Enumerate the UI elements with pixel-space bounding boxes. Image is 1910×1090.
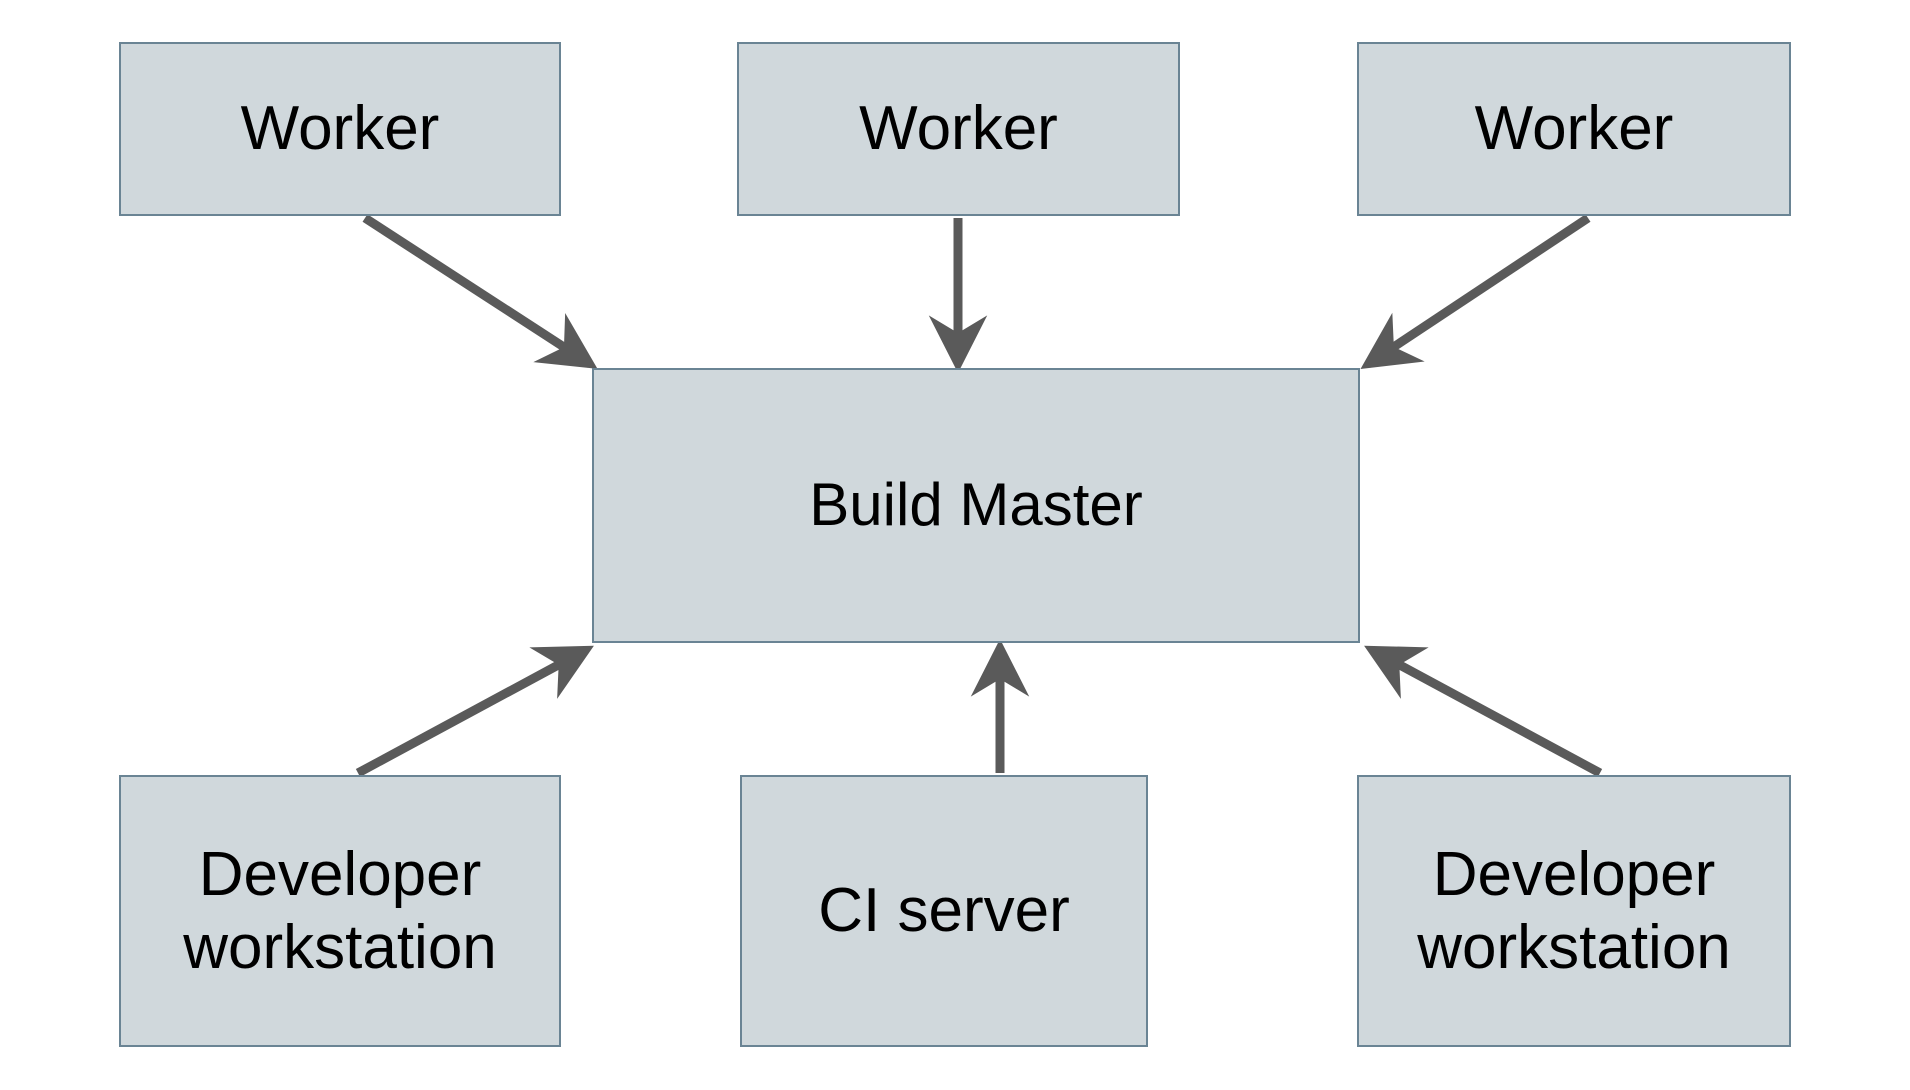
edge-dev-left-to-build-master <box>355 645 594 777</box>
node-build-master-label: Build Master <box>809 471 1143 539</box>
node-ci-server-label: CI server <box>818 876 1070 946</box>
node-worker-2-label: Worker <box>859 94 1058 164</box>
node-worker-3[interactable]: Worker <box>1357 42 1791 216</box>
node-worker-2[interactable]: Worker <box>737 42 1180 216</box>
edge-worker-3-to-build-master <box>1360 214 1591 369</box>
node-worker-3-label: Worker <box>1474 94 1674 164</box>
node-developer-workstation-right[interactable]: Developer workstation <box>1357 775 1791 1047</box>
edge-worker-1-to-build-master <box>362 214 598 369</box>
node-worker-1-label: Worker <box>240 94 440 164</box>
node-developer-workstation-right-label: Developer workstation <box>1417 839 1731 982</box>
node-build-master[interactable]: Build Master <box>592 368 1360 643</box>
node-ci-server[interactable]: CI server <box>740 775 1148 1047</box>
node-developer-workstation-left-label: Developer workstation <box>183 839 497 982</box>
node-worker-1[interactable]: Worker <box>119 42 561 216</box>
node-developer-workstation-left[interactable]: Developer workstation <box>119 775 561 1047</box>
edge-dev-right-to-build-master <box>1364 645 1603 777</box>
